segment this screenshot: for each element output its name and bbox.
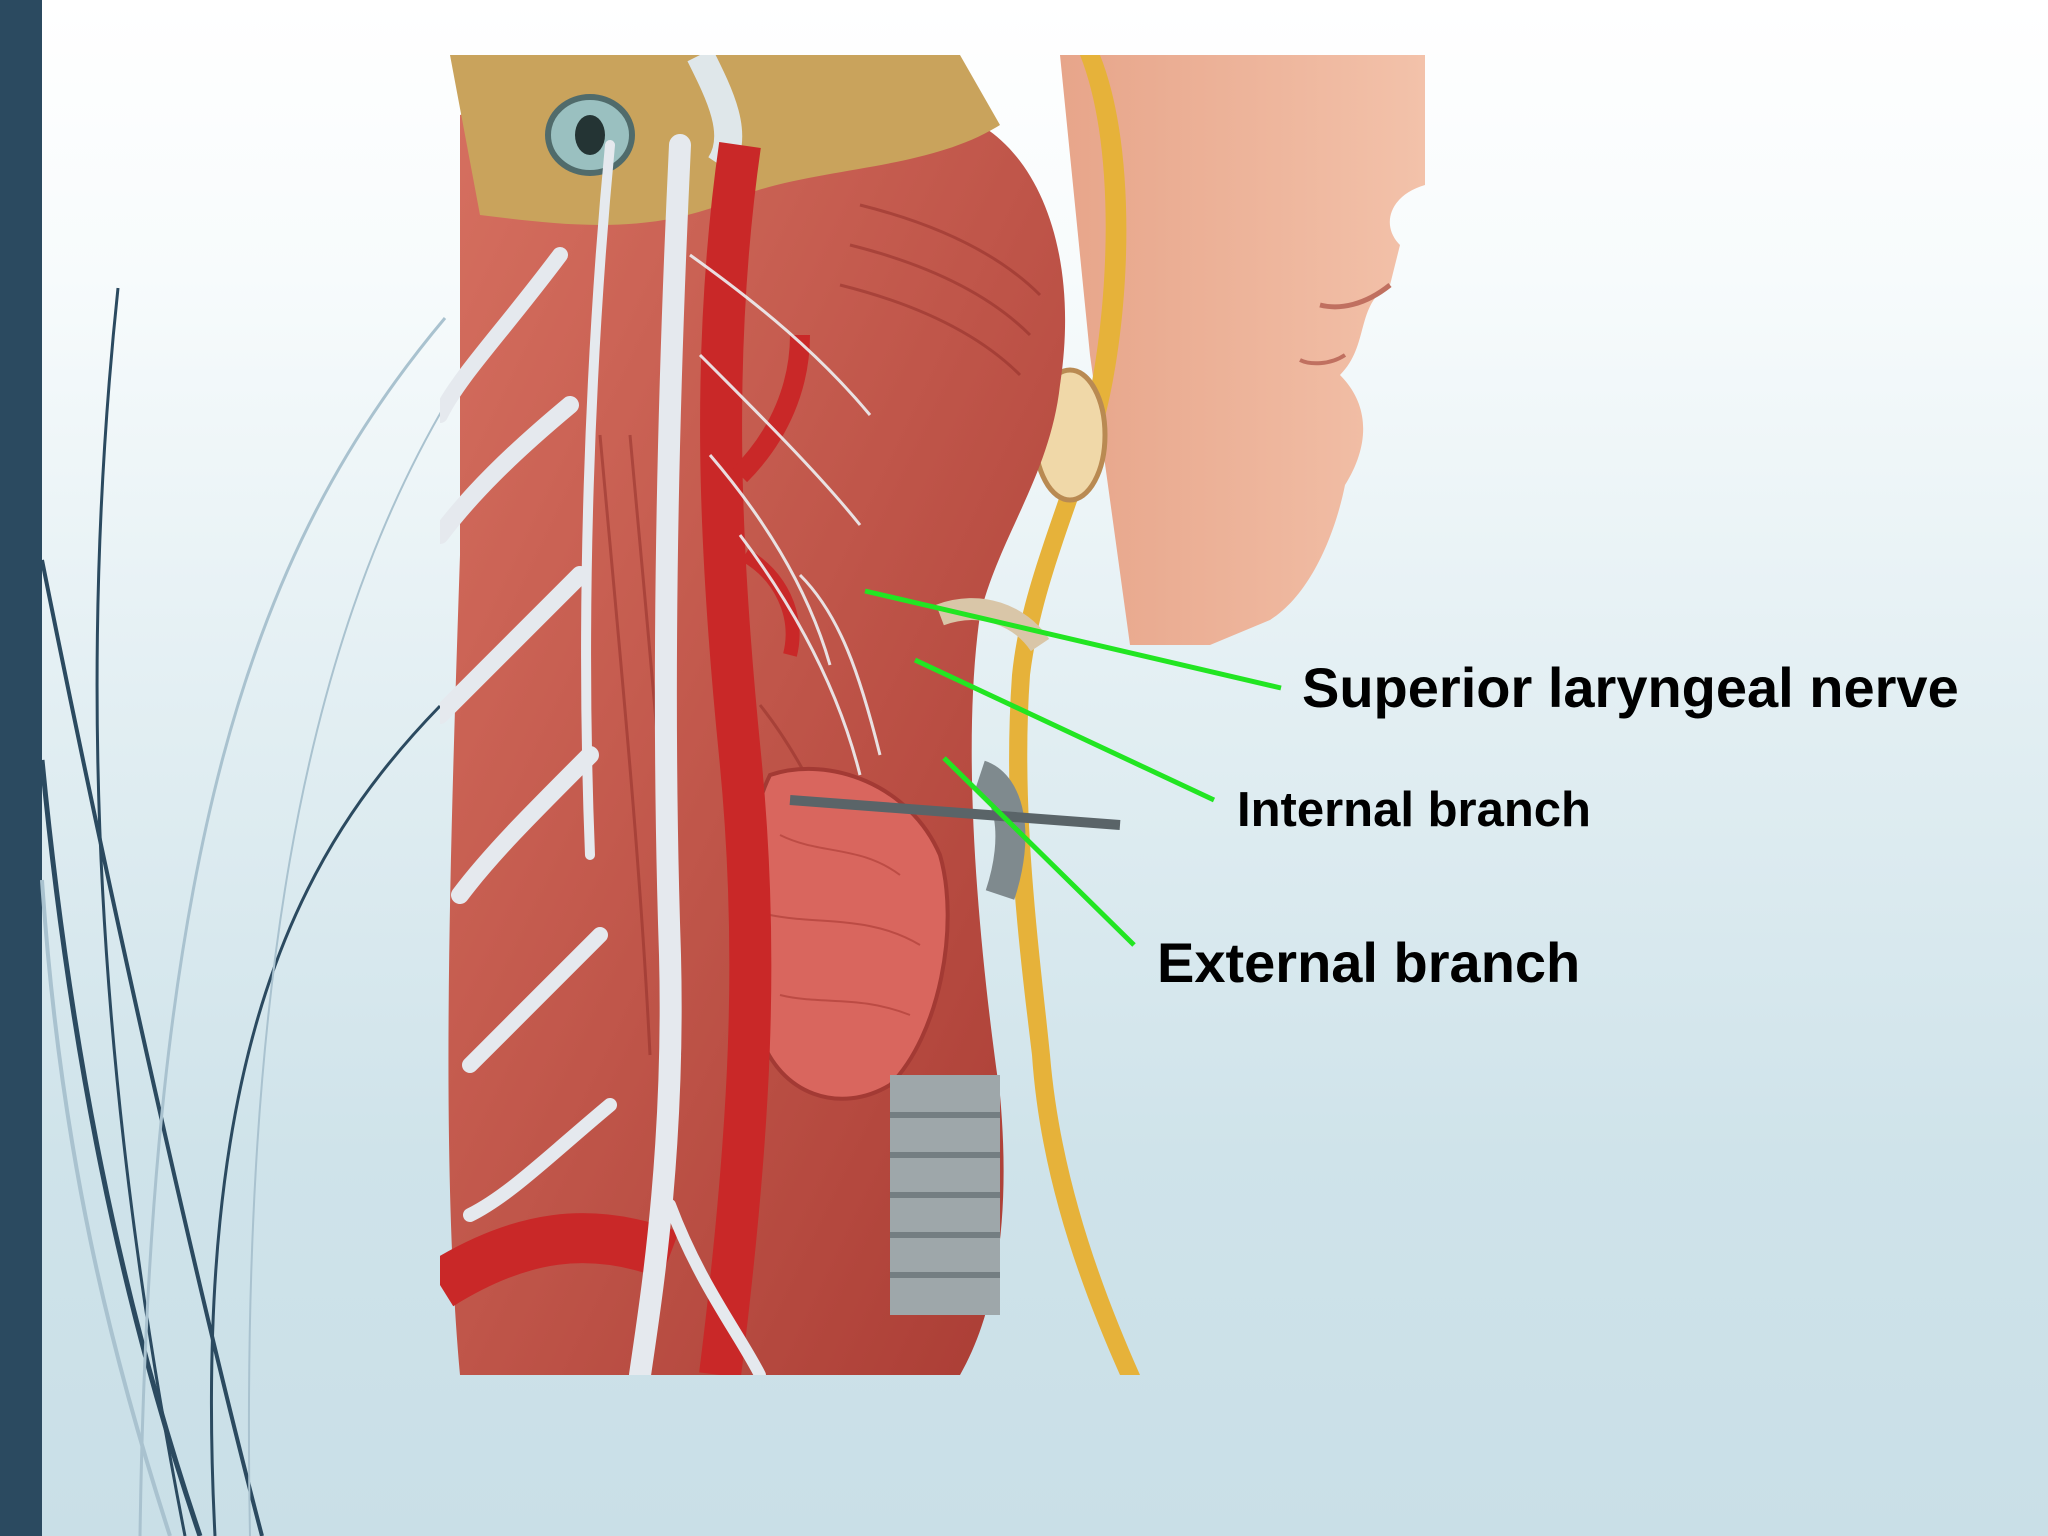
neck-anatomy-illustration: [440, 55, 1425, 1375]
thyroid-gland: [744, 766, 950, 1101]
accent-sidebar: [0, 0, 42, 1536]
label-superior-laryngeal-nerve: Superior laryngeal nerve: [1302, 656, 1959, 719]
face-skin: [1060, 55, 1425, 645]
label-external-branch: External branch: [1157, 931, 1581, 994]
common-carotid-artery: [699, 142, 772, 1375]
decorative-swooshes: [39, 287, 449, 1536]
label-internal-branch: Internal branch: [1237, 783, 1591, 837]
fat-border: [1009, 55, 1140, 1375]
